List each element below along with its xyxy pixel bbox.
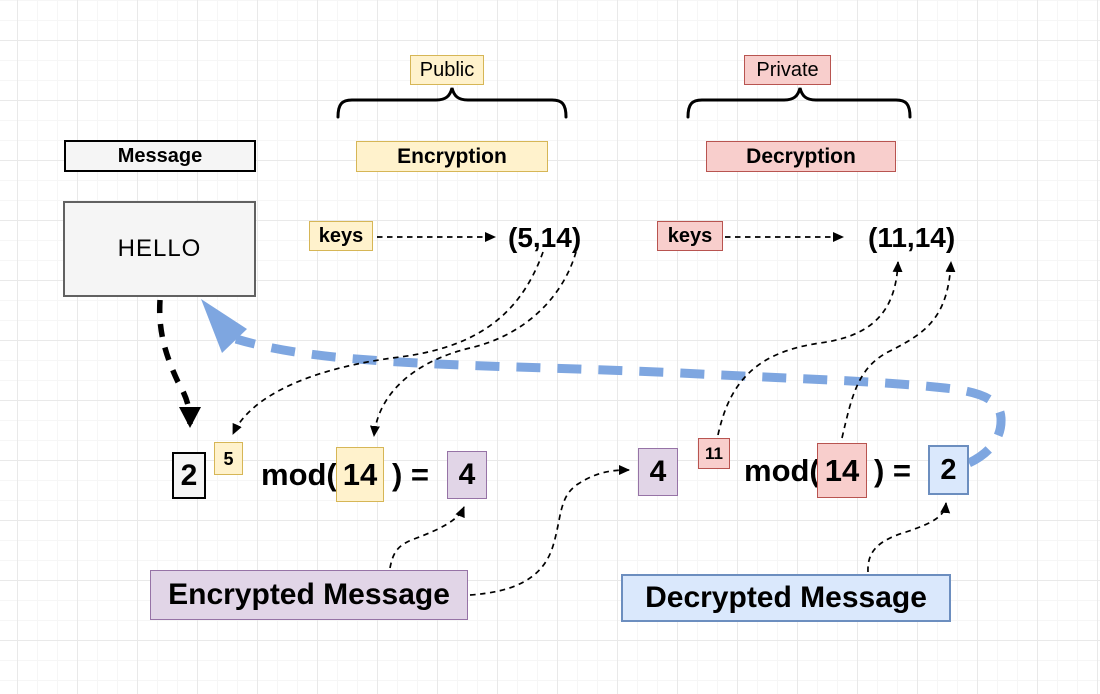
curve-public-key-14-to-modulus	[370, 251, 577, 437]
return-flow-arrow	[234, 334, 1006, 468]
brace-public	[336, 87, 568, 119]
brace-private	[686, 87, 912, 119]
curve-modulus-14-to-private-pair	[841, 261, 956, 439]
curve-encrypted-to-result	[389, 506, 465, 569]
return-flow-arrowhead-icon	[201, 299, 247, 353]
curve-encrypted-to-decryption-base	[469, 465, 630, 596]
curve-public-key-5-to-exponent	[232, 251, 544, 435]
arrow-message-to-base	[156, 299, 201, 428]
curve-decrypted-to-result	[867, 502, 951, 573]
curve-exponent-11-to-private-pair	[717, 261, 903, 436]
